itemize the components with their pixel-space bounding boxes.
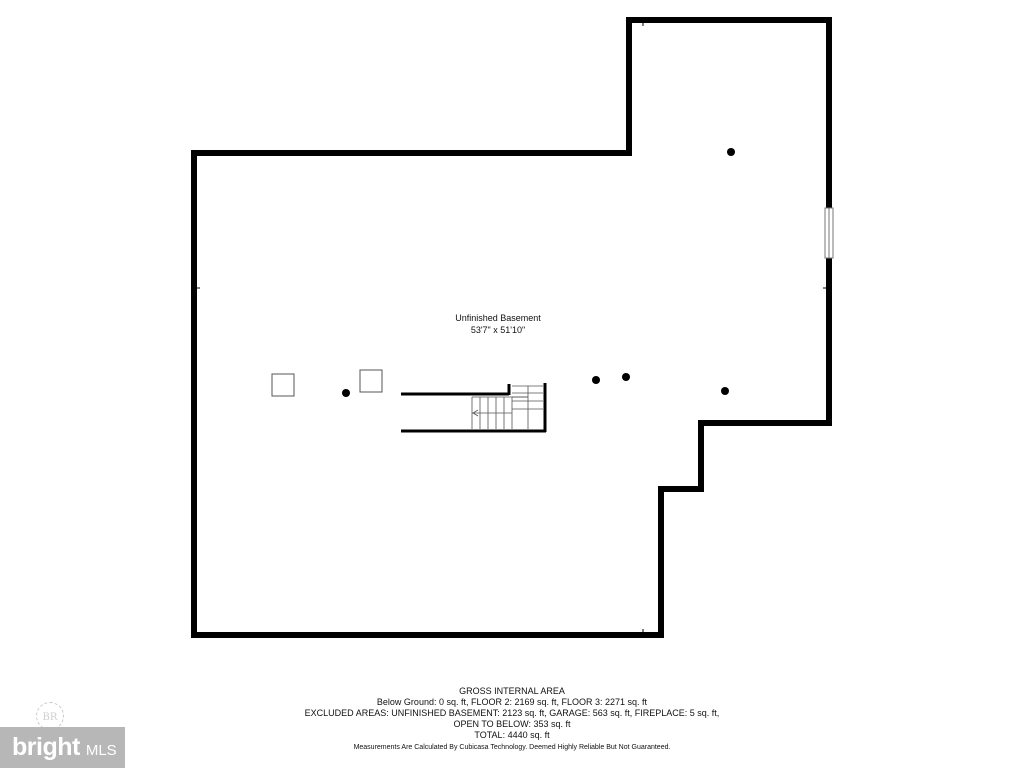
area-excluded: EXCLUDED AREAS: UNFINISHED BASEMENT: 212… bbox=[304, 708, 720, 718]
stairwell bbox=[401, 383, 547, 433]
stair-direction-arrow bbox=[472, 409, 479, 417]
logo-suffix: MLS bbox=[85, 741, 117, 759]
support-post bbox=[592, 376, 600, 384]
logo-wordmark: bright bbox=[12, 733, 80, 761]
room-name: Unfinished Basement bbox=[455, 313, 541, 323]
measurement-disclaimer: Measurements Are Calculated By Cubicasa … bbox=[353, 744, 671, 751]
area-open-to-below: OPEN TO BELOW: 353 sq. ft bbox=[453, 719, 571, 729]
column bbox=[271, 373, 295, 397]
area-total: TOTAL: 4440 sq. ft bbox=[474, 730, 550, 740]
room-dimensions: 53'7" x 51'10" bbox=[470, 325, 526, 335]
support-post bbox=[721, 387, 729, 395]
svg-text:BR: BR bbox=[43, 712, 58, 723]
area-summary: GROSS INTERNAL AREA Below Ground: 0 sq. … bbox=[212, 686, 812, 753]
area-heading: GROSS INTERNAL AREA bbox=[459, 686, 565, 696]
support-post bbox=[622, 373, 630, 381]
seal-icon: BR bbox=[43, 712, 58, 723]
support-post bbox=[727, 148, 735, 156]
support-post bbox=[342, 389, 350, 397]
column bbox=[359, 369, 383, 393]
exterior-wall bbox=[191, 17, 832, 638]
area-floors: Below Ground: 0 sq. ft, FLOOR 2: 2169 sq… bbox=[376, 697, 648, 707]
bright-mls-logo: bright MLS bbox=[0, 727, 125, 768]
stair-treads bbox=[471, 385, 543, 429]
watermark-seal: BR bbox=[36, 702, 64, 730]
room-label: Unfinished Basement 53'7" x 51'10" bbox=[398, 312, 598, 336]
